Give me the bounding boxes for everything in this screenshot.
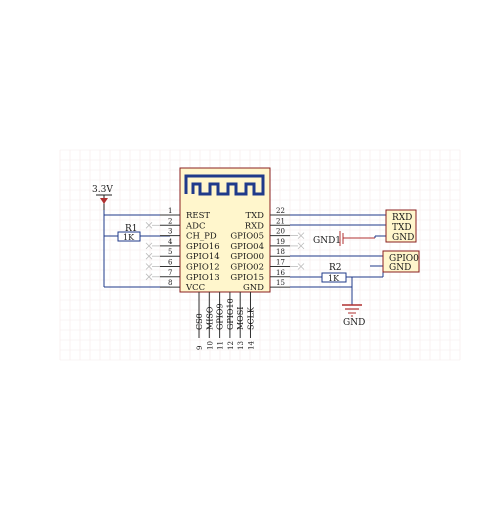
left-pin-name: GPIO13 (186, 273, 220, 283)
left-pin-name: VCC (185, 283, 205, 293)
resistor-r2: R2 1K (321, 263, 347, 283)
left-pin-name: GPIO12 (186, 263, 220, 273)
right-pin-name: RXD (245, 221, 264, 231)
ground-label: GND (343, 318, 365, 328)
left-pin-number: 1 (168, 207, 172, 215)
right-pin-number: 19 (276, 238, 285, 246)
left-pin-name: GPIO14 (186, 252, 220, 262)
right-pin-name: GND (243, 283, 264, 293)
supply-arrow-icon (100, 198, 108, 204)
boot-pin-gpio0: GPIO0 (389, 254, 419, 264)
left-pin-number: 8 (168, 279, 172, 287)
serial-pin-rxd: RXD (392, 213, 412, 223)
serial-connector-body (385, 209, 417, 243)
no-connect-icon (290, 232, 305, 239)
bottom-pin-name: MOSI (236, 307, 245, 330)
bottom-pin-number: 10 (206, 341, 214, 350)
left-pin-name: REST (186, 211, 210, 221)
bottom-pin-number: 9 (196, 346, 204, 350)
left-pin-name: ADC (185, 221, 205, 231)
resistor-r1: R1 1K (104, 224, 170, 242)
serial-connector: RXD TXD GND (385, 209, 417, 243)
r1-ref: R1 (125, 224, 138, 234)
bottom-pin-name: SCLK (247, 306, 256, 330)
bottom-pin-name: GPIO9 (216, 303, 225, 330)
bottom-pin-number: 14 (248, 341, 256, 350)
right-pin-number: 22 (276, 207, 285, 215)
left-pin-number: 2 (168, 217, 172, 225)
bottom-pin-name: MISO (205, 306, 214, 330)
boot-connector-body (382, 250, 420, 273)
antenna-trace-icon (184, 174, 265, 196)
serial-pin-txd: TXD (392, 223, 412, 233)
left-pin-number: 6 (168, 259, 173, 267)
r1-value: 1K (123, 233, 135, 242)
no-connect-icon (145, 263, 160, 270)
right-pin-name: GPIO15 (230, 273, 264, 283)
no-connect-icon (145, 252, 160, 260)
bottom-pin-number: 12 (227, 341, 235, 350)
r2-ref: R2 (329, 263, 342, 273)
boot-pin-gnd: GND (389, 263, 411, 273)
supply-label: 3.3V (92, 185, 113, 195)
no-connect-icon (290, 263, 305, 270)
left-pin-number: 7 (168, 269, 172, 277)
no-connect-icon (145, 242, 160, 250)
gnd1-symbol: GND1 (313, 231, 376, 246)
supply-3v3: 3.3V (92, 185, 113, 210)
right-pin-name: GPIO02 (230, 263, 264, 273)
left-pin-number: 5 (168, 248, 172, 256)
right-pin-name: TXD (245, 211, 264, 221)
right-pin-number: 18 (276, 248, 285, 256)
right-pin-number: 21 (276, 217, 285, 225)
left-pin-name: GPIO16 (186, 242, 220, 252)
serial-pin-gnd: GND (392, 233, 414, 243)
left-pin-name: CH_PD (186, 232, 217, 242)
no-connect-icon (145, 273, 160, 281)
bottom-pins-group: CS0 9 MISO 10 GPIO9 11 GPIO10 12 MOSI 13 SCLK 14 (195, 292, 256, 350)
right-pin-name: GPIO00 (230, 252, 264, 262)
left-pin-number: 4 (168, 238, 173, 246)
no-connect-icon (145, 222, 160, 229)
right-pin-name: GPIO05 (230, 232, 264, 242)
bottom-pin-number: 13 (237, 341, 245, 350)
boot-connector: GPIO0 GND (382, 250, 420, 273)
bottom-pin-name: CS0 (195, 313, 204, 330)
right-pin-number: 15 (276, 279, 285, 287)
bottom-pin-name: GPIO10 (226, 298, 235, 330)
r2-value: 1K (328, 274, 340, 283)
right-no-connect-marks (290, 232, 305, 270)
bottom-pin-number: 11 (217, 341, 225, 350)
left-no-connect-marks (145, 222, 160, 281)
gnd1-label: GND1 (313, 236, 341, 246)
ground-symbol-icon (342, 304, 362, 317)
right-pin-name: GPIO04 (230, 242, 264, 252)
left-pin-number: 3 (168, 228, 172, 236)
right-pin-number: 16 (276, 269, 285, 277)
right-pin-number: 20 (276, 228, 285, 236)
right-pin-number: 17 (276, 259, 285, 267)
no-connect-icon (290, 242, 305, 250)
